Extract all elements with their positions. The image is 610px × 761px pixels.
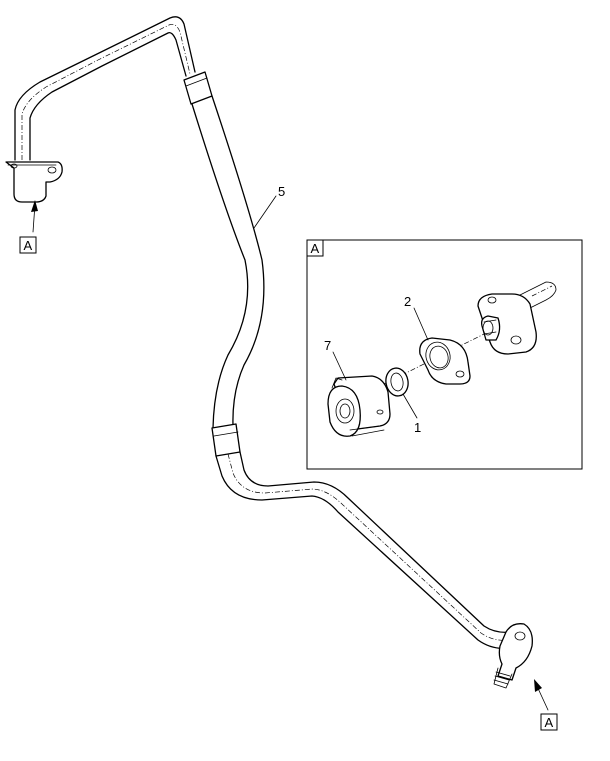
callout-2-leader	[413, 307, 429, 341]
callout-1-label: 1	[414, 420, 421, 435]
upper-flange	[5, 161, 63, 203]
view-marker-label: A	[24, 238, 33, 253]
upper-tube-outer	[14, 16, 196, 161]
view-arrow-bottom-right: A	[534, 679, 558, 731]
port-flange	[477, 281, 557, 355]
callout-2-label: 2	[404, 294, 411, 309]
view-marker-box	[540, 713, 558, 731]
callout-5-label: 5	[278, 184, 285, 199]
flex-hose-right-edge	[211, 95, 265, 427]
upper-tube-inner	[29, 32, 187, 161]
upper-hose-crimp	[183, 71, 213, 105]
flange-gasket	[419, 337, 471, 385]
callout-5-leader	[253, 195, 277, 229]
upper-tube-centerline	[21, 23, 191, 160]
view-marker-box	[19, 236, 37, 254]
callout-7-label: 7	[324, 338, 331, 353]
flange-fitting	[327, 375, 391, 437]
detail-centerline	[347, 325, 501, 403]
callout-1-leader	[402, 393, 418, 419]
o-ring	[385, 367, 409, 397]
detail-view-marker-label: A	[311, 241, 320, 256]
lower-tube-inner	[239, 451, 513, 634]
callout-5: 5	[253, 184, 285, 229]
detail-view-a: A	[306, 239, 583, 470]
lower-hose-crimp	[211, 423, 241, 457]
lower-tube-outer	[215, 455, 509, 649]
view-arrow-top-left: A	[19, 200, 38, 254]
hose-assembly	[5, 16, 533, 689]
lower-tube-centerline	[227, 453, 511, 641]
flex-hose-left-edge	[191, 103, 249, 429]
callout-7-leader	[332, 351, 347, 381]
lower-end-fitting	[493, 623, 533, 689]
view-marker-label: A	[545, 715, 554, 730]
detail-view-marker-box	[306, 239, 324, 257]
